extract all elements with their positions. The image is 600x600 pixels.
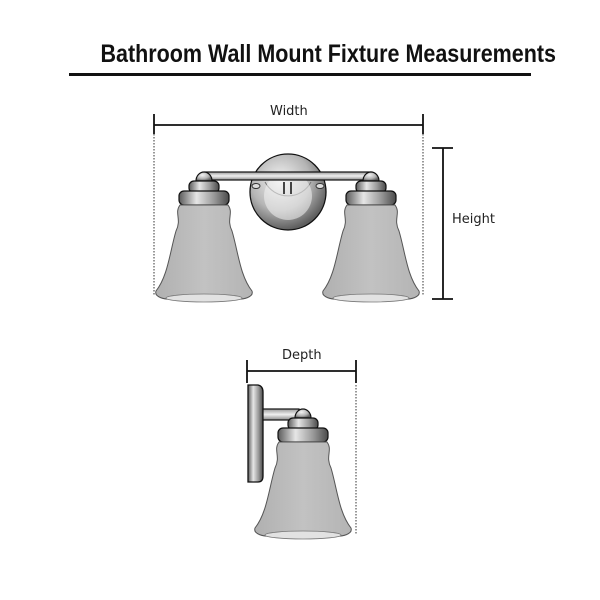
- height-dimension-line: [432, 147, 453, 300]
- left-glass-shade-icon: [155, 171, 253, 303]
- side-backplate-icon: [247, 384, 264, 483]
- side-glass-shade-icon: [254, 408, 352, 540]
- crossbar-icon: [204, 171, 372, 181]
- diagram-title: Bathroom Wall Mount Fixture Measurements: [100, 40, 557, 68]
- height-label: Height: [452, 212, 495, 227]
- width-dimension-line: [153, 114, 424, 295]
- title-underline: [69, 73, 531, 76]
- depth-dimension-line: [246, 360, 357, 535]
- width-label: Width: [270, 104, 308, 119]
- right-glass-shade-icon: [322, 171, 420, 303]
- wall-backplate-icon: [249, 153, 327, 231]
- depth-label: Depth: [282, 348, 322, 363]
